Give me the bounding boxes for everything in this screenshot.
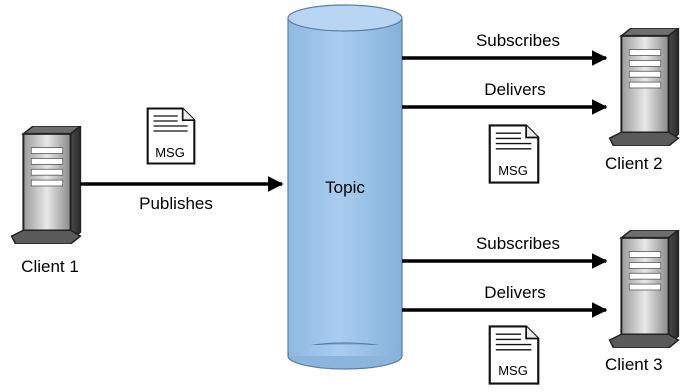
client-2-server: Client 2	[605, 28, 680, 173]
client-3-server: Client 3	[605, 230, 680, 374]
delivers-label-client-2: Delivers	[484, 80, 545, 99]
server-tower-icon	[608, 28, 680, 146]
server-tower-icon	[10, 126, 82, 244]
server-tower-icon	[608, 230, 680, 348]
msg-delivered-3: MSG	[488, 325, 540, 385]
topic-label: Topic	[325, 178, 365, 197]
subscribes-label-client-2: Subscribes	[476, 31, 560, 50]
msg-published-label: MSG	[155, 145, 185, 160]
delivers-arrow-client-2: Delivers	[402, 80, 608, 115]
subscribes-arrow-client-3: Subscribes	[402, 234, 608, 269]
subscribes-arrow-client-2: Subscribes	[402, 31, 608, 66]
delivers-label-client-3: Delivers	[484, 283, 545, 302]
client-3-label: Client 3	[605, 355, 663, 374]
msg-delivered-3-label: MSG	[498, 363, 528, 378]
msg-delivered-2: MSG	[488, 124, 540, 184]
client-2-label: Client 2	[605, 154, 663, 173]
client-1-server: Client 1	[10, 126, 82, 276]
publishes-arrow: Publishes	[80, 176, 284, 213]
topic-cylinder: Topic	[287, 4, 403, 370]
publishes-label: Publishes	[139, 194, 213, 213]
subscribes-label-client-3: Subscribes	[476, 234, 560, 253]
delivers-arrow-client-3: Delivers	[402, 283, 608, 318]
msg-delivered-2-label: MSG	[498, 163, 528, 178]
msg-published: MSG	[146, 107, 196, 165]
client-1-label: Client 1	[21, 257, 79, 276]
